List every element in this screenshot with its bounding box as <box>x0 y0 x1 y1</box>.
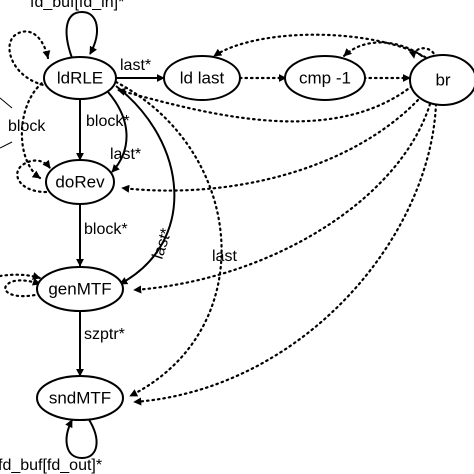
dotted-edges <box>0 30 438 406</box>
label-last-star-top: last* <box>120 57 151 74</box>
edge-left-loop-dorev <box>16 159 52 194</box>
edge-left-loop-genmtf <box>4 277 42 298</box>
edge-left-ldrle-to-dorev <box>20 78 48 180</box>
label-block-star-2: block* <box>84 221 128 238</box>
node-sndmtf-shape <box>36 375 124 421</box>
edge-br-to-cmp <box>342 41 424 58</box>
edge-ldrle-self-loop <box>65 10 98 59</box>
edge-br-to-sndmtf <box>132 102 438 406</box>
node-genmtf-label: genMTF <box>48 280 111 299</box>
edge-br-self-loop <box>408 47 438 60</box>
node-br: br <box>409 54 474 106</box>
label-last-star-2: last* <box>110 146 141 163</box>
label-fd-buf-out: fd_buf[fd_out]* <box>0 457 102 474</box>
node-dorev: doRev <box>45 159 115 205</box>
edge-ldrle-to-genmtf-last <box>115 85 176 285</box>
edge-ldrle-to-dorev-last <box>107 91 128 173</box>
edge-left-block-upper <box>0 97 13 109</box>
label-last-plain: last <box>212 248 237 265</box>
edge-left-loop-ldrle <box>8 30 51 88</box>
label-block-star-1: block* <box>86 113 130 130</box>
edge-br-to-ldrle <box>116 84 414 123</box>
node-dorev-label: doRev <box>55 173 105 192</box>
edge-left-block-lower <box>0 141 13 149</box>
node-cmp-label: cmp -1 <box>299 69 351 88</box>
node-ld-last-shape <box>163 55 241 101</box>
label-last-star-diag: last* <box>150 226 176 261</box>
edge-sndmtf-self-loop <box>65 417 98 460</box>
edge-labels: fd_buf[fd_in]* last* block block* last* … <box>0 0 237 474</box>
left-external-lines <box>0 97 13 149</box>
edge-ldrle-to-sndmtf-last <box>114 80 223 398</box>
node-ldrle-label: ldRLE <box>57 69 103 88</box>
node-ld-last: ld last <box>163 55 241 101</box>
node-ldrle-shape <box>43 56 117 100</box>
edge-left-incoming-genmtf <box>0 272 42 280</box>
edge-br-to-dorev <box>120 98 420 193</box>
node-sndmtf: sndMTF <box>36 375 124 421</box>
node-sndmtf-label: sndMTF <box>49 389 111 408</box>
node-dorev-shape <box>45 159 115 205</box>
node-genmtf-shape <box>36 266 124 312</box>
edge-br-to-genmtf <box>132 102 432 294</box>
node-ld-last-label: ld last <box>180 69 225 88</box>
node-cmp-shape <box>284 55 366 101</box>
node-br-label: br <box>435 71 450 90</box>
node-ldrle: ldRLE <box>43 56 117 100</box>
node-genmtf: genMTF <box>36 266 124 312</box>
label-szptr: szptr* <box>84 326 125 343</box>
label-block-left: block <box>8 118 46 135</box>
edge-br-to-ldlast <box>212 33 432 62</box>
node-cmp: cmp -1 <box>284 55 366 101</box>
solid-edges <box>65 10 176 460</box>
node-br-shape <box>409 54 474 106</box>
label-fd-buf-in: fd_buf[fd_in]* <box>30 0 124 11</box>
